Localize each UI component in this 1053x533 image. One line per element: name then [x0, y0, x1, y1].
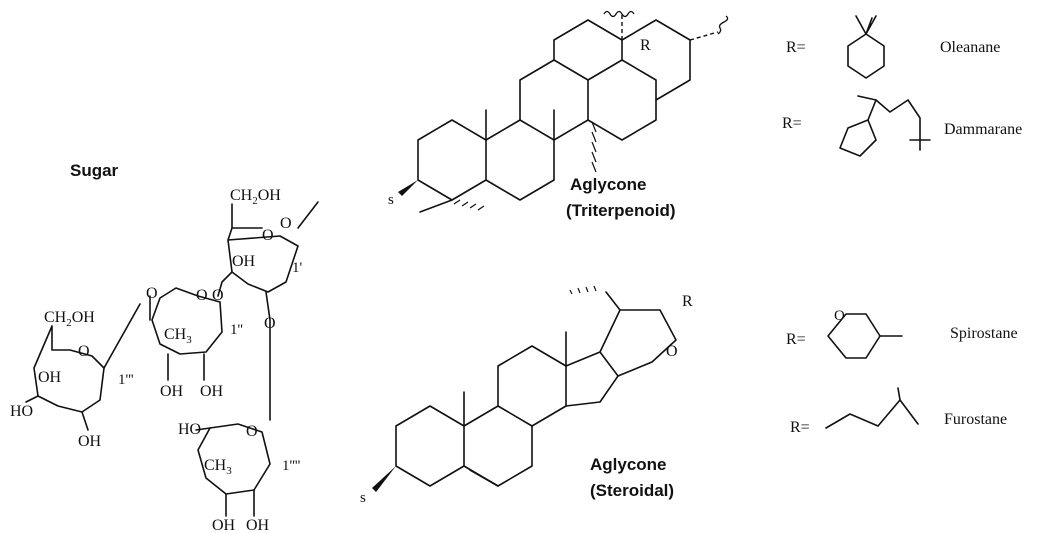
glycosidic-oxygen: O — [146, 285, 158, 302]
hydroxyl-label: OH — [160, 383, 184, 400]
sugar-ring-1tripleprime: CH2OH O OH HO OH 1''' — [10, 303, 141, 450]
hydroxyl-label: OH — [246, 517, 270, 533]
r-group-oleanane: R= Oleanane — [786, 15, 1000, 79]
hydroxyl-label: OH — [200, 383, 224, 400]
r-prefix: R= — [790, 419, 810, 436]
steroidal-caption-line1: Aglycone — [590, 455, 667, 474]
hydroxyl-label: OH — [212, 517, 236, 533]
hydroxy-label: HO — [10, 403, 33, 420]
steroidal-caption-line2: (Steroidal) — [590, 481, 674, 500]
ring-oxygen: O — [834, 308, 845, 324]
svg-text:CH3: CH3 — [204, 457, 232, 477]
ring-oxygen: O — [246, 423, 258, 440]
triterpenoid-skeleton: R s Aglycone (Triterpenoid) — [388, 10, 729, 220]
sugar-title: Sugar — [70, 161, 119, 180]
steroidal-ring-oxygen: O — [666, 343, 678, 360]
triterpenoid-s-label: s — [388, 192, 394, 208]
hydroxyl-label: OH — [38, 369, 62, 386]
sugar-ring-1doubleprime: O O CH3 1'' OH OH O — [146, 285, 276, 421]
ring-oxygen: O — [262, 227, 274, 244]
r-group-name: Oleanane — [940, 39, 1000, 56]
steroidal-s-label: s — [360, 490, 366, 506]
triterpenoid-r-label: R — [640, 37, 651, 54]
triterpenoid-caption-line2: (Triterpenoid) — [566, 201, 676, 220]
r-group-name: Furostane — [944, 411, 1007, 428]
sugar-chain: Sugar CH2OH O O OH 1' O O O CH3 1'' OH O… — [10, 161, 319, 533]
r-group-dammarane: R= Dammarane — [782, 95, 1022, 157]
r-group-furostane: R= Furostane — [790, 387, 1007, 436]
r-prefix: R= — [782, 115, 802, 132]
position-1doubleprime: 1'' — [230, 322, 243, 338]
r-group-spirostane: R= O Spirostane — [786, 308, 1018, 359]
svg-text:CH2OH: CH2OH — [44, 309, 95, 329]
ring-oxygen: O — [196, 287, 208, 304]
glycosidic-oxygen: O — [264, 315, 276, 332]
svg-text:CH2OH: CH2OH — [230, 187, 281, 207]
hydroxyl-label: OH — [78, 433, 102, 450]
r-group-name: Spirostane — [950, 325, 1018, 342]
hydroxy-label: HO — [178, 421, 201, 438]
ring-oxygen: O — [78, 343, 90, 360]
hydroxyl-label: OH — [232, 253, 256, 270]
steroidal-r-label: R — [682, 293, 693, 310]
position-1quadprime: 1'''' — [282, 458, 301, 474]
position-1tripleprime: 1''' — [118, 372, 134, 388]
sugar-ring-1quadprime: HO O CH3 1'''' OH OH — [178, 421, 301, 533]
ring-oxygen: O — [280, 215, 292, 232]
steroidal-skeleton: R O s Aglycone (Steroidal) — [360, 285, 693, 506]
ring-oxygen: O — [212, 287, 224, 304]
r-prefix: R= — [786, 39, 806, 56]
r-prefix: R= — [786, 331, 806, 348]
sugar-ring-1prime: CH2OH O O OH 1' O — [212, 187, 319, 304]
svg-text:CH3: CH3 — [164, 326, 192, 346]
position-1prime: 1' — [292, 260, 303, 276]
r-group-name: Dammarane — [944, 121, 1022, 138]
triterpenoid-caption-line1: Aglycone — [570, 175, 647, 194]
